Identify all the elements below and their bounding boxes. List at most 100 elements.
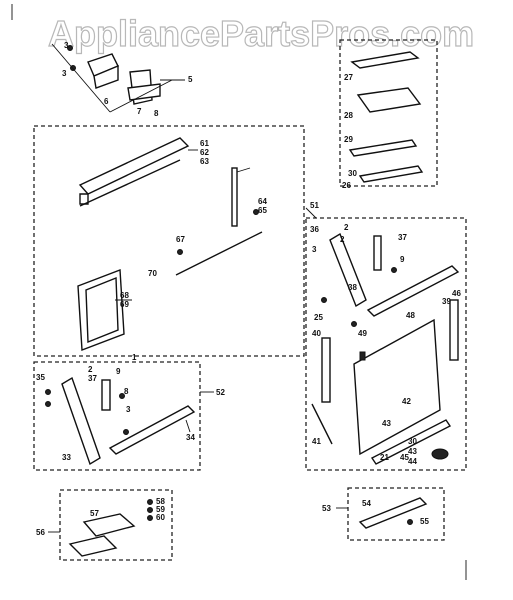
rail-end-part xyxy=(79,193,89,205)
vertical-bracket-part xyxy=(101,379,111,411)
knob-part xyxy=(431,448,449,460)
label-2c: 2 xyxy=(340,235,345,244)
label-67: 67 xyxy=(176,235,185,244)
label-61: 61 xyxy=(200,139,209,148)
label-63: 63 xyxy=(200,157,209,166)
group-52-box xyxy=(33,361,201,471)
group-52-parts xyxy=(45,376,214,466)
label-2b: 2 xyxy=(344,223,349,232)
label-3c: 3 xyxy=(126,405,131,414)
label-53: 53 xyxy=(322,504,331,513)
cabinet-group-box xyxy=(33,125,305,357)
label-37: 37 xyxy=(88,374,97,383)
group-26-parts xyxy=(348,51,424,183)
group-26-box xyxy=(339,39,438,187)
label-9: 9 xyxy=(116,367,121,376)
group-56-box xyxy=(59,489,173,561)
label-7: 7 xyxy=(137,107,142,116)
label-68: 68 xyxy=(120,291,129,300)
label-38: 38 xyxy=(348,283,357,292)
label-62: 62 xyxy=(200,148,209,157)
group-5-bracket-assembly xyxy=(51,43,185,113)
bottom-rail-part xyxy=(108,405,196,455)
support-rod-part xyxy=(175,231,263,276)
side-channel-part xyxy=(321,337,331,403)
strip-part xyxy=(348,139,418,157)
cover-side-part xyxy=(93,64,119,89)
label-69: 69 xyxy=(120,300,129,309)
label-30: 30 xyxy=(348,169,357,178)
label-51: 51 xyxy=(310,201,319,210)
label-54: 54 xyxy=(362,499,371,508)
label-52: 52 xyxy=(216,388,225,397)
screw-part xyxy=(123,429,129,435)
label-56: 56 xyxy=(36,528,45,537)
label-64: 64 xyxy=(258,197,267,206)
label-34: 34 xyxy=(186,433,195,442)
label-1: 1 xyxy=(132,353,137,362)
base-plate-part xyxy=(68,535,118,557)
front-panel-part xyxy=(353,318,441,456)
screw-part xyxy=(407,519,413,525)
bottom-strip-part xyxy=(370,419,452,465)
label-42: 42 xyxy=(402,397,411,406)
label-29: 29 xyxy=(344,135,353,144)
label-55: 55 xyxy=(420,517,429,526)
label-5: 5 xyxy=(188,75,193,84)
label-60: 60 xyxy=(156,513,165,522)
label-9b: 9 xyxy=(400,255,405,264)
label-70: 70 xyxy=(148,269,157,278)
label-43b: 43 xyxy=(408,447,417,456)
label-33: 33 xyxy=(62,453,71,462)
label-25: 25 xyxy=(314,313,323,322)
label-6: 6 xyxy=(104,97,109,106)
label-8: 8 xyxy=(154,109,159,118)
label-35: 35 xyxy=(36,373,45,382)
side-post-part xyxy=(231,167,238,227)
screw-part xyxy=(67,45,73,51)
nut-part xyxy=(147,515,153,521)
screw-part xyxy=(321,297,327,303)
label-3d: 3 xyxy=(312,245,317,254)
filter-panel-part xyxy=(356,87,422,113)
label-45: 45 xyxy=(400,453,409,462)
small-panel-part xyxy=(82,513,136,537)
bracket-arm-part xyxy=(127,83,161,101)
slanted-bracket-part xyxy=(329,232,367,308)
seal-part xyxy=(358,165,424,183)
washer-part xyxy=(147,507,153,513)
label-46: 46 xyxy=(452,289,461,298)
screw-part xyxy=(119,393,125,399)
latch-part xyxy=(359,351,366,361)
label-39: 39 xyxy=(442,297,451,306)
label-21: 21 xyxy=(380,453,389,462)
label-36: 36 xyxy=(310,225,319,234)
label-43: 43 xyxy=(382,419,391,428)
gasket-part xyxy=(350,51,420,69)
label-59: 59 xyxy=(156,505,165,514)
label-8b: 8 xyxy=(124,387,129,396)
slide-rail-part xyxy=(358,497,428,529)
group-53-box xyxy=(347,487,445,541)
door-opening-part xyxy=(85,276,119,344)
rail-strip-part xyxy=(79,159,181,207)
label-37b: 37 xyxy=(398,233,407,242)
screw-part xyxy=(391,267,397,273)
label-3b: 3 xyxy=(62,69,67,78)
spring-part xyxy=(311,403,333,445)
top-rail-part xyxy=(366,265,460,317)
label-40: 40 xyxy=(312,329,321,338)
label-65: 65 xyxy=(258,206,267,215)
group-31-parts xyxy=(305,207,460,465)
group-31-box xyxy=(305,217,467,471)
label-41: 41 xyxy=(312,437,321,446)
label-44: 44 xyxy=(408,457,417,466)
label-3: 3 xyxy=(64,41,69,50)
top-rail-part xyxy=(78,137,190,195)
label-26: 26 xyxy=(342,181,351,190)
cabinet-frame-parts xyxy=(77,137,263,351)
screw-part xyxy=(45,401,51,407)
group-53-parts xyxy=(336,497,428,529)
screw-part xyxy=(351,321,357,327)
